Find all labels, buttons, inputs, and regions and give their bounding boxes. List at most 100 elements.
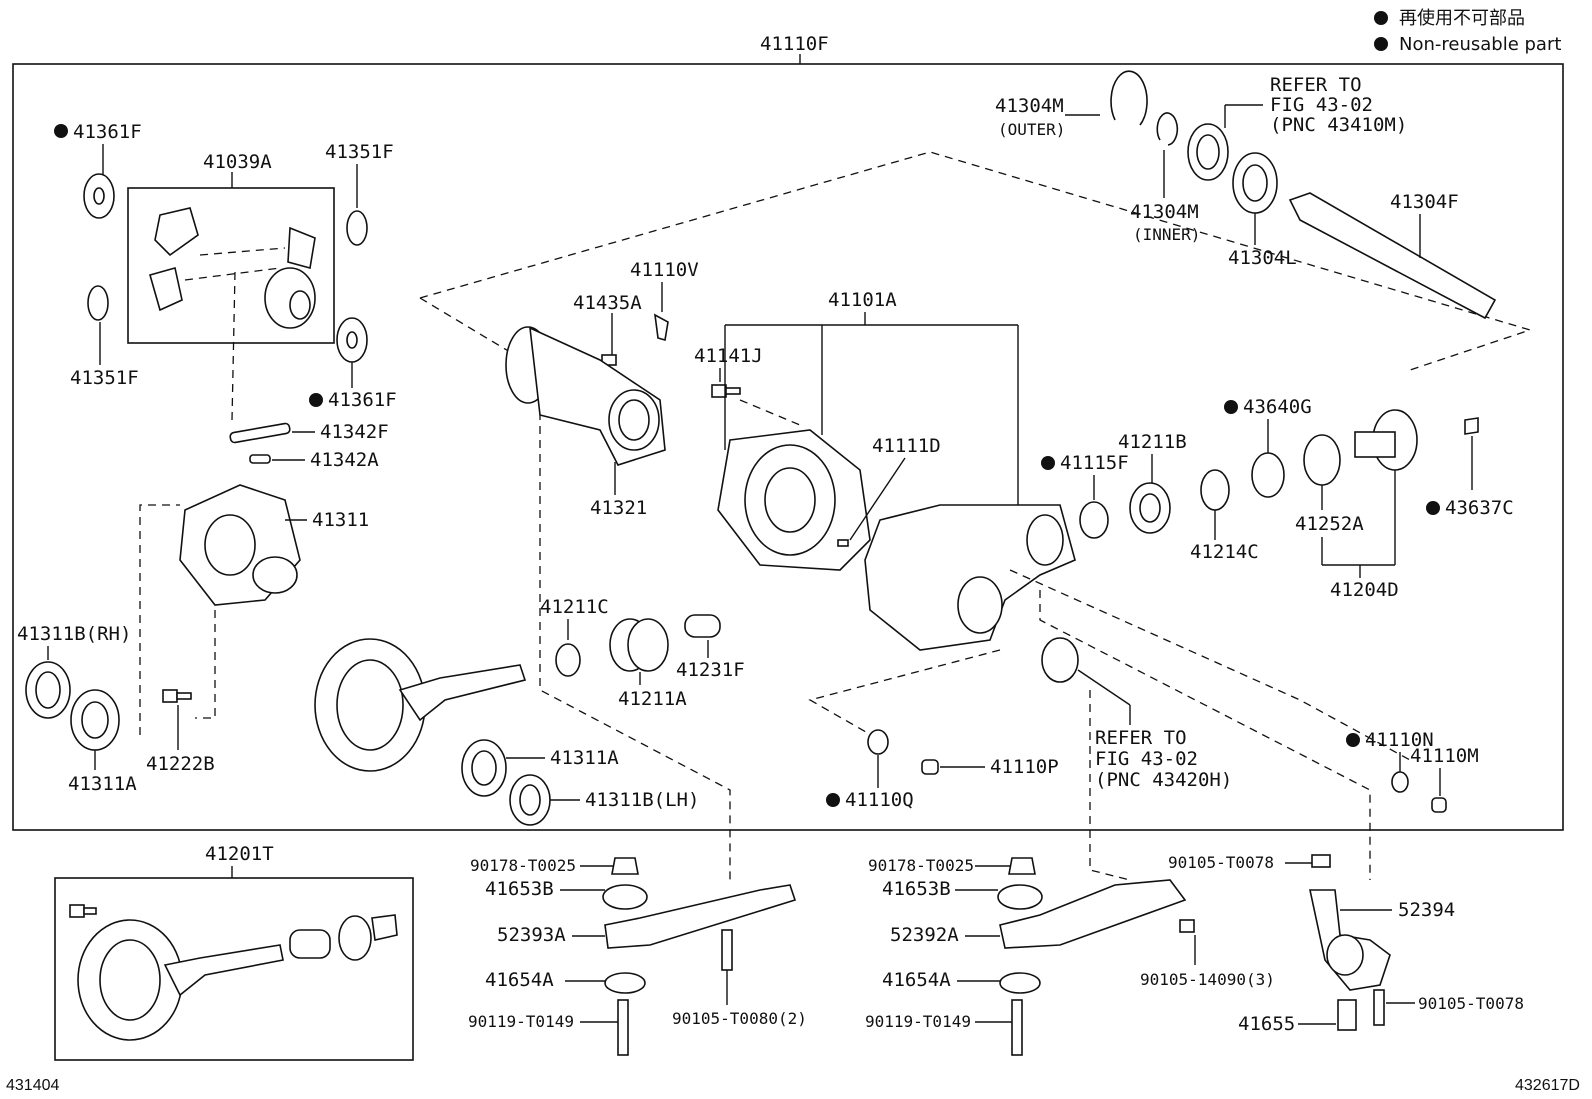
refer-upper-line1: REFER TO [1270,74,1362,96]
label-41039A: 41039A [203,151,272,173]
label-41361F-mid: 41361F [328,389,397,411]
label-41110V: 41110V [630,259,699,281]
label-41115F: 41115F [1060,452,1129,474]
ring-gear-set-part [69,904,398,1041]
bolt-icon [1311,854,1331,868]
label-41361F-top: 41361F [73,121,142,143]
bracket-part [1309,889,1391,991]
label-41110Q: 41110Q [845,789,914,811]
spacer-sleeve-part [684,614,721,638]
non-reusable-marker-icon [1224,400,1238,414]
refer-lower-line2: FIG 43-02 [1095,748,1198,770]
label-41321: 41321 [590,497,647,519]
housing-outline-dashed [419,151,1533,371]
pinion-gear-part [149,207,316,329]
washer-part [346,210,368,246]
label-41110N: 41110N [1365,729,1434,751]
label-41311A-mid: 41311A [550,747,619,769]
label-41110M: 41110M [1410,745,1479,767]
label-41435A: 41435A [573,292,642,314]
label-41211B: 41211B [1118,431,1187,453]
non-reusable-marker-icon [1426,501,1440,515]
differential-case-part [179,484,301,606]
label-90178-T0025-a: 90178-T0025 [470,856,576,875]
support-bracket-part [604,884,797,949]
refer-upper-line3: (PNC 43410M) [1270,114,1407,136]
label-41211A: 41211A [618,688,687,710]
label-41342A: 41342A [310,449,379,471]
label-41311: 41311 [312,509,369,531]
gasket-part [867,729,889,755]
ring-gear-set-box [54,877,414,1061]
label-outer: (OUTER) [998,120,1065,139]
spacer-part [555,643,581,677]
non-reusable-marker-icon [1374,37,1388,51]
bolt-icon [1179,919,1195,933]
bolt-icon [601,354,617,366]
label-90105-T0080: 90105-T0080(2) [672,1009,807,1028]
figure-id-left: 431404 [6,1077,59,1094]
label-90178-T0025-b: 90178-T0025 [868,856,974,875]
label-43640G: 43640G [1243,396,1312,418]
main-assembly-label: 41110F [760,33,829,55]
legend-japanese: 再使用不可部品 [1399,8,1525,29]
label-41231F: 41231F [676,659,745,681]
carrier-cover-part [717,429,871,571]
washer-part [87,285,109,321]
non-reusable-marker-icon [1346,733,1360,747]
cushion-part [602,884,648,910]
label-90105-14090: 90105-14090(3) [1140,970,1275,989]
oil-seal-part [1079,501,1109,539]
legend-english: Non-reusable part [1399,34,1561,55]
bolt-icon [617,999,629,1056]
spacer-part [1200,469,1230,511]
cushion-part [1337,999,1357,1031]
nut-part [1464,417,1479,435]
legend: 再使用不可部品 Non-reusable part [1374,8,1561,55]
extension-housing-part [505,326,666,466]
non-reusable-marker-icon [826,793,840,807]
label-41304M-inner: 41304M [1130,201,1199,223]
pinion-bearing-part [609,618,669,672]
label-41304F: 41304F [1390,191,1459,213]
label-41101A: 41101A [828,289,897,311]
bolt-icon [1011,999,1023,1056]
label-41211C: 41211C [540,596,609,618]
label-41351F-left: 41351F [70,367,139,389]
non-reusable-marker-icon [1041,456,1055,470]
label-41222B: 41222B [146,753,215,775]
label-41111D: 41111D [872,435,941,457]
pin-part [837,539,849,547]
label-41342F: 41342F [320,421,389,443]
pinion-gear-kit-box [127,187,335,344]
plug-part [921,759,939,775]
bolt-icon [162,689,178,703]
carrier-housing-part [864,504,1076,651]
cushion-part [604,972,646,994]
label-90119-T0149-b: 90119-T0149 [865,1012,971,1031]
label-41653B-b: 41653B [882,878,951,900]
label-41653B-a: 41653B [485,878,554,900]
bolt-icon [721,929,733,971]
label-90119-T0149-a: 90119-T0149 [468,1012,574,1031]
oil-seal-part [1041,637,1079,683]
label-41214C: 41214C [1190,541,1259,563]
label-inner: (INNER) [1133,225,1200,244]
non-reusable-marker-icon [309,393,323,407]
nut-icon [611,857,639,875]
label-41311B-RH: 41311B(RH) [17,623,131,645]
support-bracket-part [999,879,1187,949]
cushion-part [997,884,1043,910]
label-90105-T0078-top: 90105-T0078 [1168,853,1274,872]
gasket-part [1391,771,1409,793]
non-reusable-marker-icon [1374,11,1388,25]
bolt-icon [711,384,727,398]
label-41304L: 41304L [1228,247,1297,269]
label-52393A: 52393A [497,924,566,946]
refer-lower-line3: (PNC 43420H) [1095,769,1232,791]
bolt-icon [1373,989,1385,1026]
oil-seal-part [1251,452,1285,498]
axle-shaft-part [1288,192,1497,320]
label-41311A-left: 41311A [68,773,137,795]
